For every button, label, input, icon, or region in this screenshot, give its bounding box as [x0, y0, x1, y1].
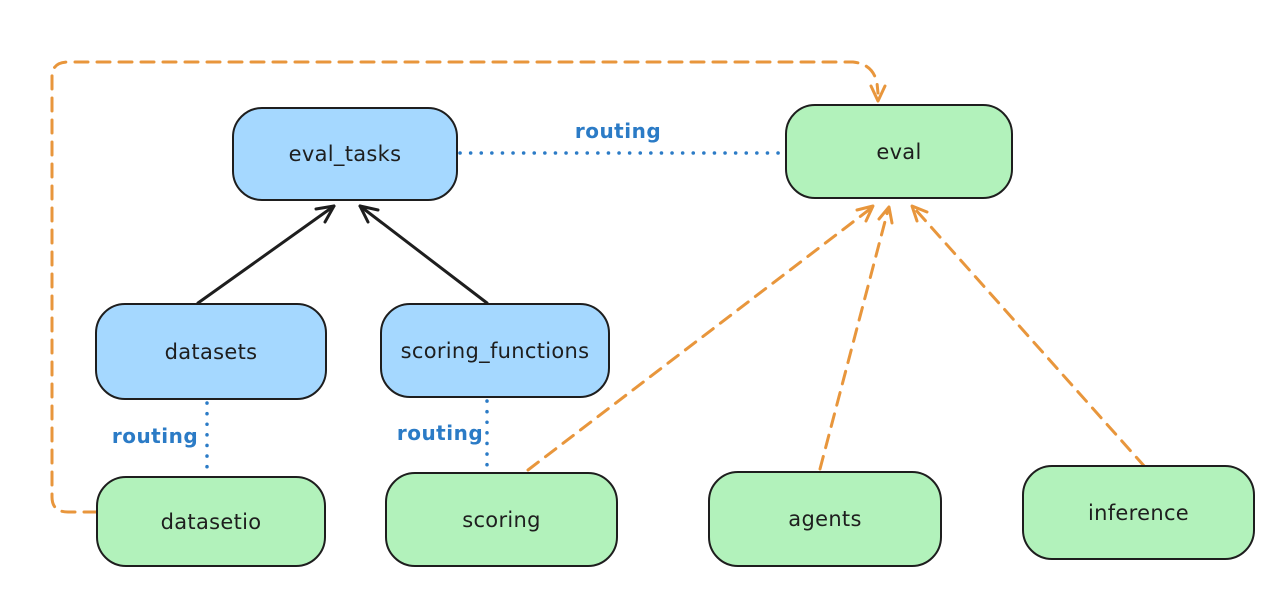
node-datasets-label: datasets [164, 339, 258, 364]
edge-inference-to-eval [913, 207, 1147, 469]
edge-agents-to-eval-arrowhead [877, 205, 894, 225]
node-agents: agents [708, 471, 942, 567]
node-agents-label: agents [788, 507, 862, 531]
node-inference-label: inference [1087, 500, 1190, 525]
node-inference: inference [1022, 465, 1255, 560]
edge-datasetio-to-eval [50, 60, 880, 514]
edge-agents-to-eval [818, 208, 890, 471]
edge-datasets-to-eval-tasks [196, 204, 336, 305]
node-scoring-functions: scoring_functions [380, 303, 610, 398]
node-eval-tasks-label: eval_tasks [288, 142, 402, 166]
node-eval: eval [785, 104, 1013, 199]
node-scoring-label: scoring [462, 507, 541, 532]
edge-inference-to-eval-arrowhead [910, 204, 929, 223]
node-scoring: scoring [385, 472, 618, 567]
node-eval-label: eval [876, 139, 922, 164]
edge-datasets-to-eval-tasks-arrowhead [314, 204, 336, 224]
node-scoring-functions-label: scoring_functions [400, 338, 590, 363]
edge-datasetio-to-eval-arrowhead [869, 84, 887, 103]
edge-scoring-to-eval [526, 207, 872, 472]
node-eval-tasks: eval_tasks [232, 107, 458, 201]
routing-label-eval-tasks-eval: routing [574, 119, 662, 143]
edge-scoring-functions-to-eval-tasks-arrowhead [358, 204, 380, 224]
routing-label-scoring-functions-scoring: routing [396, 421, 484, 445]
routing-label-datasets-datasetio: routing [111, 424, 199, 448]
node-datasetio: datasetio [96, 476, 326, 567]
edge-scoring-to-eval-arrowhead [855, 204, 875, 223]
edge-scoring-functions-to-eval-tasks [358, 204, 489, 305]
node-datasets: datasets [95, 303, 327, 400]
node-datasetio-label: datasetio [160, 509, 262, 534]
